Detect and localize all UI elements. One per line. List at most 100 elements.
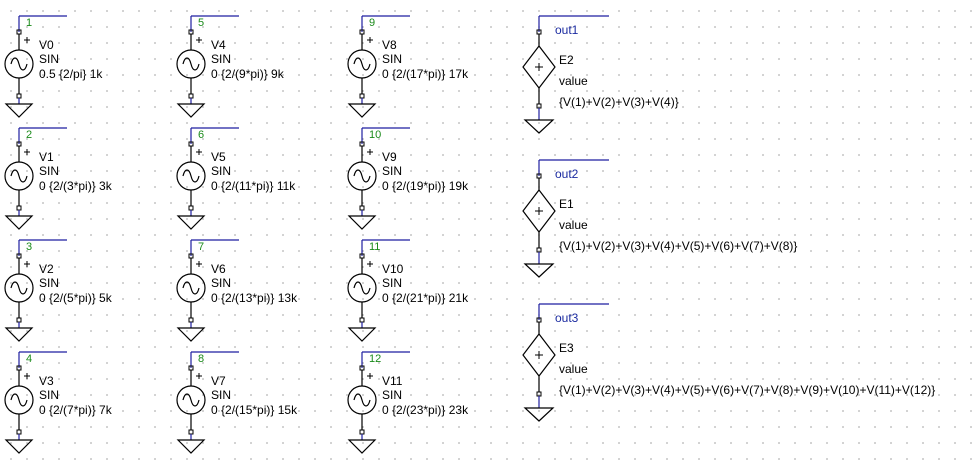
source-type: SIN [39, 276, 60, 290]
source-name: V5 [211, 150, 226, 164]
ground-icon [4, 103, 34, 118]
ground-icon [176, 103, 206, 118]
source-type: SIN [382, 52, 403, 66]
source-type: SIN [39, 388, 60, 402]
source-params: 0 {2/(3*pi)} 3k [39, 179, 112, 193]
source-params: 0 {2/(17*pi)} 17k [382, 67, 469, 81]
node-label: 5 [198, 17, 205, 29]
pin-negative [188, 317, 194, 323]
source-name: V10 [382, 262, 404, 276]
ground-icon [523, 407, 555, 422]
source-name: V9 [382, 150, 397, 164]
source-type: SIN [211, 388, 232, 402]
node-label: 6 [198, 129, 205, 141]
source-kind: value [559, 362, 588, 376]
source-params: 0 {2/(21*pi)} 21k [382, 291, 469, 305]
voltage-source-v11[interactable] [347, 351, 410, 454]
dependent-source-e2[interactable] [522, 15, 609, 134]
sine-wave-icon [353, 281, 371, 295]
source-name: V2 [39, 262, 54, 276]
voltage-source-v8[interactable] [347, 15, 410, 118]
voltage-source-v4[interactable] [176, 15, 239, 118]
sine-wave-icon [182, 169, 200, 183]
sine-wave-icon [353, 57, 371, 71]
pin-negative [188, 429, 194, 435]
pin-negative [359, 93, 365, 99]
node-label: 11 [369, 241, 381, 253]
source-kind: value [559, 74, 588, 88]
pin-negative [16, 317, 22, 323]
source-name: V1 [39, 150, 54, 164]
voltage-source-v1[interactable] [4, 127, 67, 230]
pin-negative [16, 429, 22, 435]
source-type: SIN [211, 164, 232, 178]
source-expression: {V(1)+V(2)+V(3)+V(4)+V(5)+V(6)+V(7)+V(8)… [559, 239, 798, 253]
dependent-source-e3[interactable] [522, 303, 609, 422]
node-label: 4 [26, 353, 33, 365]
source-name: V3 [39, 374, 54, 388]
voltage-source-v5[interactable] [176, 127, 239, 230]
ground-icon [523, 263, 555, 278]
ground-icon [347, 327, 377, 342]
source-type: SIN [39, 164, 60, 178]
source-type: SIN [39, 52, 60, 66]
voltage-source-v0[interactable] [4, 15, 67, 118]
dependent-source-e1[interactable] [522, 159, 609, 278]
sine-wave-icon [10, 393, 28, 407]
source-name: E3 [559, 341, 574, 355]
pin-negative [359, 429, 365, 435]
ground-icon [347, 439, 377, 454]
sine-wave-icon [182, 281, 200, 295]
sine-wave-icon [10, 57, 28, 71]
source-expression: {V(1)+V(2)+V(3)+V(4)} [559, 95, 679, 109]
sine-wave-icon [182, 393, 200, 407]
source-params: 0 {2/(13*pi)} 13k [211, 291, 298, 305]
source-params: 0 {2/(19*pi)} 19k [382, 179, 469, 193]
node-label: 2 [26, 129, 33, 141]
source-type: SIN [211, 276, 232, 290]
source-name: V11 [382, 374, 403, 388]
source-params: 0 {2/(9*pi)} 9k [211, 67, 284, 81]
sine-wave-icon [10, 169, 28, 183]
source-type: SIN [382, 276, 403, 290]
source-name: V8 [382, 38, 397, 52]
voltage-source-v2[interactable] [4, 239, 67, 342]
node-label: 7 [198, 241, 205, 253]
voltage-source-v7[interactable] [176, 351, 239, 454]
node-label: 3 [26, 241, 33, 253]
source-params: 0 {2/(7*pi)} 7k [39, 403, 112, 417]
pin-negative [359, 317, 365, 323]
ground-icon [176, 215, 206, 230]
pin-negative [536, 247, 542, 253]
sine-wave-icon [10, 281, 28, 295]
source-params: 0 {2/(5*pi)} 5k [39, 291, 112, 305]
ground-icon [4, 215, 34, 230]
source-params: 0 {2/(15*pi)} 15k [211, 403, 298, 417]
node-label: 10 [369, 129, 382, 141]
ground-icon [4, 439, 34, 454]
sine-wave-icon [353, 393, 371, 407]
source-name: V4 [211, 38, 226, 52]
source-name: E2 [559, 53, 574, 67]
ground-icon [347, 215, 377, 230]
pin-negative [536, 103, 542, 109]
voltage-source-v10[interactable] [347, 239, 410, 342]
node-label: 12 [369, 353, 382, 365]
ground-icon [176, 327, 206, 342]
pin-negative [536, 391, 542, 397]
node-label: 1 [26, 17, 33, 29]
source-type: SIN [382, 388, 403, 402]
source-name: V6 [211, 262, 226, 276]
ground-icon [523, 119, 555, 134]
net-label: out2 [555, 167, 579, 181]
net-label: out3 [555, 311, 579, 325]
voltage-source-v6[interactable] [176, 239, 239, 342]
source-type: SIN [382, 164, 403, 178]
pin-negative [188, 205, 194, 211]
node-label: 8 [198, 353, 205, 365]
voltage-source-v3[interactable] [4, 351, 67, 454]
voltage-source-v9[interactable] [347, 127, 410, 230]
source-name: V7 [211, 374, 226, 388]
pin-negative [16, 93, 22, 99]
